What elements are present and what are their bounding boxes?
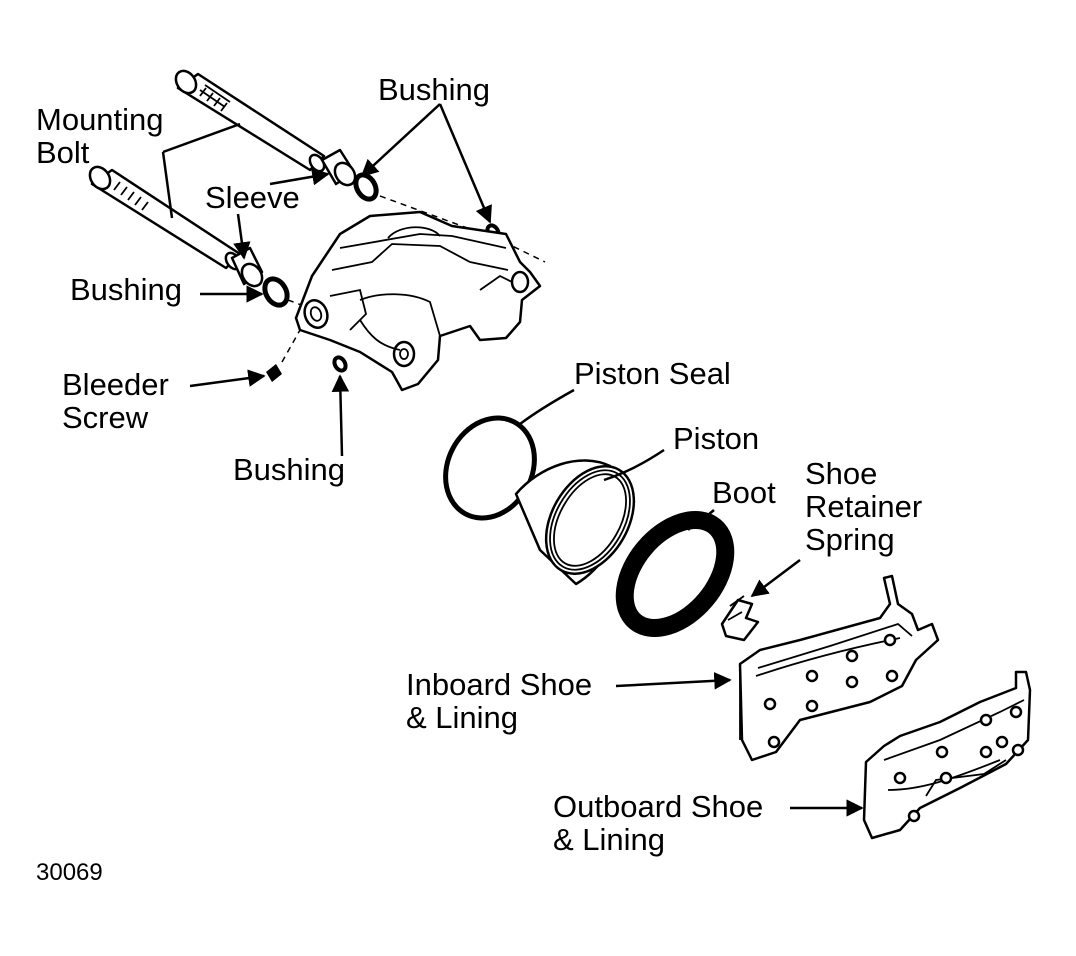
bushing-left <box>262 276 290 308</box>
label-bleeder-screw-1: Bleeder <box>62 367 169 402</box>
label-bushing-left: Bushing <box>70 272 182 307</box>
label-piston: Piston <box>673 421 759 456</box>
figure-number: 30069 <box>36 859 103 886</box>
mounting-bolt-upper <box>174 69 326 173</box>
label-mounting-bolt-1: Mounting <box>36 102 164 137</box>
bushing-top-left <box>353 172 379 202</box>
sleeve-lower <box>230 246 264 288</box>
caliper-housing <box>294 210 542 392</box>
label-inboard-shoe-1: Inboard Shoe <box>406 667 592 702</box>
piston <box>514 459 636 586</box>
label-boot: Boot <box>712 475 776 510</box>
label-outboard-shoe-1: Outboard Shoe <box>553 789 763 824</box>
sleeve-upper <box>320 148 357 187</box>
bushing-bottom <box>332 355 348 373</box>
label-shoe-retainer-spring-3: Spring <box>805 522 895 557</box>
label-bushing-bottom: Bushing <box>233 452 345 487</box>
bleeder-screw <box>266 364 282 382</box>
piston-boot <box>615 510 735 638</box>
inboard-shoe <box>738 574 940 762</box>
label-inboard-shoe-2: & Lining <box>406 700 518 735</box>
label-outboard-shoe-2: & Lining <box>553 822 665 857</box>
label-shoe-retainer-spring-1: Shoe <box>805 456 877 491</box>
leader-lines <box>161 103 864 817</box>
label-sleeve: Sleeve <box>205 180 300 215</box>
shoe-retainer-spring <box>720 595 760 642</box>
label-mounting-bolt-2: Bolt <box>36 135 90 170</box>
label-bushing-top: Bushing <box>378 72 490 107</box>
label-bleeder-screw-2: Screw <box>62 400 149 435</box>
outboard-shoe <box>862 670 1032 840</box>
label-shoe-retainer-spring-2: Retainer <box>805 489 922 524</box>
label-piston-seal: Piston Seal <box>574 356 731 391</box>
